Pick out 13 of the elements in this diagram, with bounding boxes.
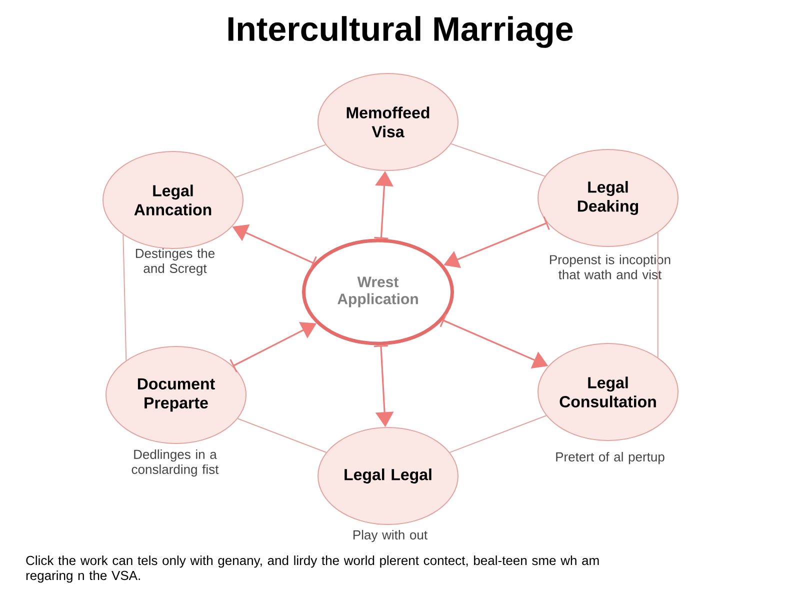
note-text: Pretert of al pertup — [556, 452, 664, 464]
note-text: Propenst is incoption that wath and vist — [550, 254, 670, 280]
title: Intercultural Marriage — [228, 16, 573, 48]
connector-line — [237, 418, 327, 453]
connector-line — [449, 415, 547, 453]
caption: Click the work can tels only with genany, and lirdy the world plerent contect, beal-teen sme wh am regaring n the VSA. — [26, 556, 599, 583]
note-text: Destinges the and Scregt — [136, 248, 215, 276]
connector-line — [657, 232, 658, 358]
connector-line — [235, 144, 326, 178]
connector-line — [450, 143, 546, 177]
note-text: Play with out — [354, 530, 428, 542]
note-text: Dedlinges in a conslarding fist — [132, 449, 219, 477]
connector-line — [122, 234, 127, 361]
